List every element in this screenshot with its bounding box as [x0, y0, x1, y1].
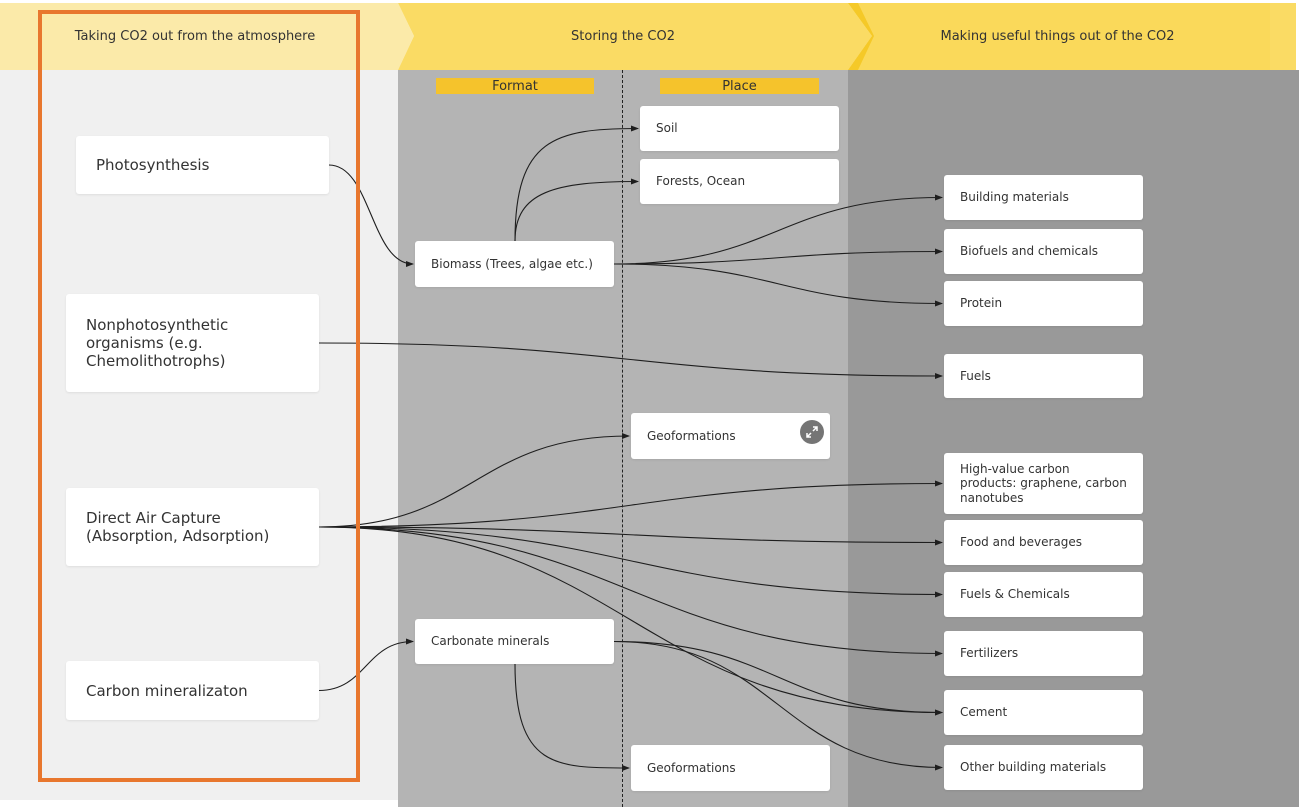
connector-biomass-to-biofuels [613, 248, 943, 265]
header-arrow-using [848, 3, 1270, 70]
connector-nonphoto-to-fuels [318, 342, 943, 379]
connector-dac-to-fert [318, 526, 943, 657]
source-carbon-mineralization[interactable]: Carbon mineralizaton [66, 661, 319, 720]
source-nonphotosynthetic-organisms[interactable]: Nonphotosynthetic organisms (e.g. Chemol… [66, 294, 319, 392]
header-capture-title[interactable]: Taking CO2 out from the atmosphere [74, 29, 316, 44]
format-carbonate-minerals[interactable]: Carbonate minerals [415, 619, 614, 664]
connector-dac-to-fuelschem [318, 526, 943, 598]
connector-biomass-to-building [613, 194, 943, 265]
connector-dac-to-cement [318, 526, 943, 716]
header-end-cap [1270, 3, 1296, 70]
expand-icon[interactable] [800, 420, 824, 444]
connector-dac-to-geo1 [318, 433, 630, 528]
header-bar [0, 3, 1296, 70]
connector-biomass-to-soil [514, 125, 639, 242]
place-geoformations-bottom[interactable]: Geoformations [631, 745, 830, 791]
product-protein[interactable]: Protein [944, 281, 1143, 326]
place-soil[interactable]: Soil [640, 106, 839, 151]
connector-dac-to-food [318, 526, 943, 546]
connector-photosynthesis-to-biomass [328, 164, 414, 267]
source-direct-air-capture[interactable]: Direct Air Capture (Absorption, Adsorpti… [66, 488, 319, 566]
connector-carbonate-to-otherbuild [613, 640, 943, 771]
connector-biomass-to-protein [613, 263, 943, 307]
connector-carbonate-to-cement [613, 640, 943, 716]
product-cement[interactable]: Cement [944, 690, 1143, 735]
product-building-materials[interactable]: Building materials [944, 175, 1143, 220]
source-photosynthesis[interactable]: Photosynthesis [76, 136, 329, 194]
expand-icon-glyph [806, 426, 818, 438]
product-fertilizers[interactable]: Fertilizers [944, 631, 1143, 676]
header-using-title[interactable]: Making useful things out of the CO2 [940, 29, 1175, 44]
product-high-value-carbon-products[interactable]: High-value carbon products: graphene, ca… [944, 453, 1143, 514]
bottom-strip [0, 800, 398, 807]
product-fuels[interactable]: Fuels [944, 354, 1143, 398]
place-label: Place [660, 78, 819, 94]
header-arrow-capture [0, 3, 414, 70]
capture-column-highlight [38, 10, 360, 782]
product-biofuels-and-chemicals[interactable]: Biofuels and chemicals [944, 229, 1143, 274]
format-label: Format [436, 78, 594, 94]
connector-biomass-to-forests [514, 178, 639, 242]
connector-carbonate-to-geo2 [514, 663, 630, 771]
place-forests-ocean[interactable]: Forests, Ocean [640, 159, 839, 204]
format-biomass[interactable]: Biomass (Trees, algae etc.) [415, 241, 614, 287]
connector-mineral-to-carbonate [318, 638, 414, 692]
header-arrow-active-edge [848, 3, 874, 70]
product-food-and-beverages[interactable]: Food and beverages [944, 520, 1143, 565]
connector-dac-to-hvc [318, 480, 943, 528]
place-geoformations-top[interactable]: Geoformations [631, 413, 830, 459]
header-storing-title[interactable]: Storing the CO2 [571, 29, 675, 44]
product-other-building-materials[interactable]: Other building materials [944, 745, 1143, 790]
product-fuels-and-chemicals[interactable]: Fuels & Chemicals [944, 572, 1143, 617]
header-arrow-storing [398, 3, 872, 70]
